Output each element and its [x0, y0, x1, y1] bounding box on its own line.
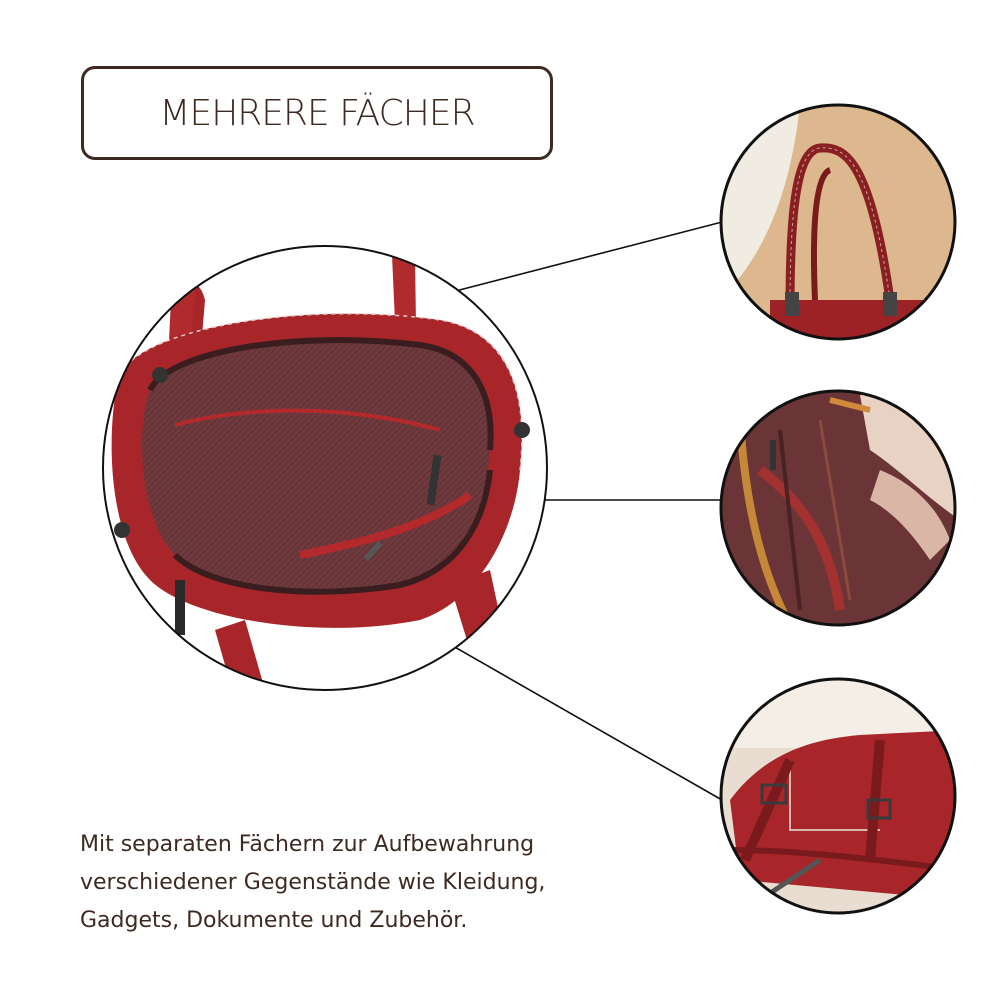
main-bag-image [102, 245, 548, 691]
description-line-3: Gadgets, Dokumente und Zubehör. [80, 908, 468, 933]
detail-pockets-image [719, 389, 957, 627]
title-box: MEHRERE FÄCHER [81, 66, 553, 160]
detail-exterior-image [719, 677, 957, 915]
detail-straps-image [719, 103, 957, 341]
description-line-2: verschiedener Gegenstände wie Kleidung, [80, 870, 546, 895]
description-line-1: Mit separaten Fächern zur Aufbewahrung [80, 832, 535, 857]
page-title: MEHRERE FÄCHER [159, 92, 475, 134]
description: Mit separaten Fächern zur Aufbewahrung v… [80, 826, 640, 940]
